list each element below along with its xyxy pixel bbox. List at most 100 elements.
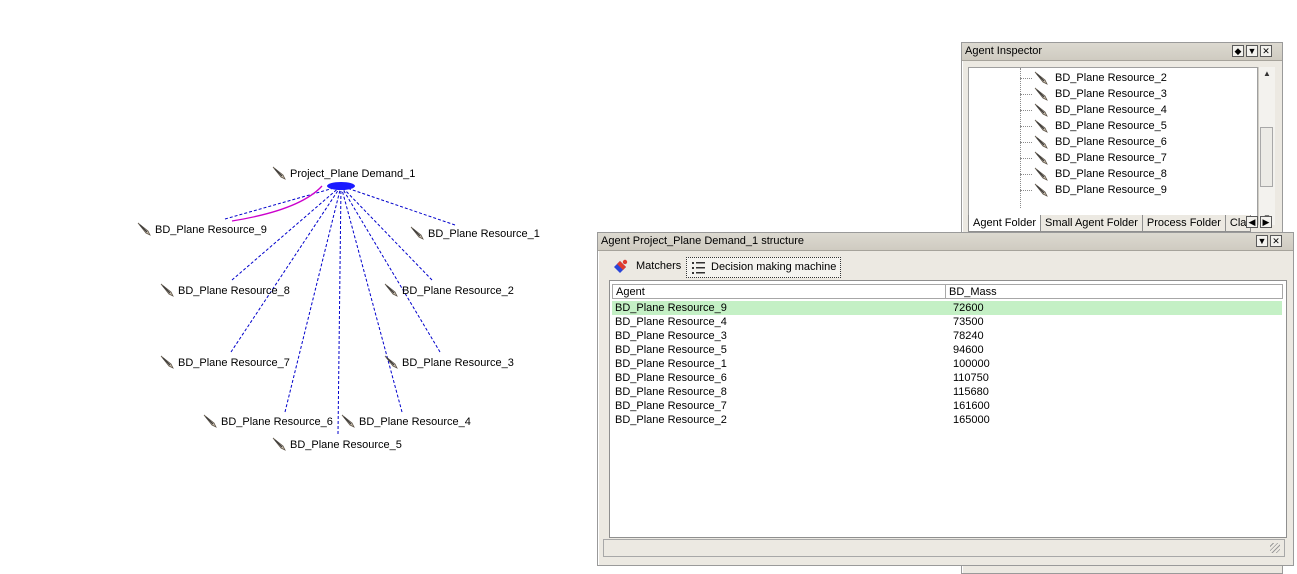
plane-icon xyxy=(272,166,286,180)
decision-making-machine-label: Decision making machine xyxy=(711,261,837,273)
plane-icon xyxy=(1034,167,1048,181)
column-header-agent[interactable]: Agent xyxy=(612,284,946,299)
table-row[interactable]: BD_Plane Resource_6 110750 xyxy=(612,371,1282,385)
plane-icon xyxy=(410,226,424,240)
cell-bd-mass: 100000 xyxy=(953,358,990,370)
structure-close-button[interactable]: ✕ xyxy=(1270,235,1282,247)
cell-bd-mass: 165000 xyxy=(953,414,990,426)
inspector-scrollbar[interactable]: ▲ ▼ xyxy=(1258,67,1275,225)
plane-icon xyxy=(1034,119,1048,133)
agent-graph[interactable]: Project_Plane Demand_1BD_Plane Resource_… xyxy=(0,0,595,574)
graph-node[interactable]: BD_Plane Resource_8 xyxy=(160,283,290,297)
node-label: BD_Plane Resource_3 xyxy=(402,357,514,369)
tree-connector xyxy=(1020,68,1021,208)
graph-edge xyxy=(340,185,433,281)
decision-making-machine-button[interactable]: Decision making machine xyxy=(686,257,842,278)
plane-icon xyxy=(137,222,151,236)
cell-bd-mass: 110750 xyxy=(953,372,989,384)
cell-agent: BD_Plane Resource_4 xyxy=(615,316,727,328)
graph-node[interactable]: BD_Plane Resource_2 xyxy=(384,283,514,297)
table-row[interactable]: BD_Plane Resource_1 100000 xyxy=(612,357,1282,371)
inspector-close-button[interactable]: ✕ xyxy=(1260,45,1272,57)
column-header-bd-mass[interactable]: BD_Mass xyxy=(945,284,1283,299)
tree-item-label: BD_Plane Resource_7 xyxy=(1055,152,1167,164)
plane-icon xyxy=(1034,71,1048,85)
tree-connector xyxy=(1020,190,1032,191)
plane-icon xyxy=(384,355,398,369)
tree-connector xyxy=(1020,174,1032,175)
tab-class-folder[interactable]: Cla xyxy=(1224,215,1252,232)
graph-node-root[interactable]: Project_Plane Demand_1 xyxy=(272,166,415,180)
tree-item-label: BD_Plane Resource_5 xyxy=(1055,120,1167,132)
cell-bd-mass: 161600 xyxy=(953,400,990,412)
graph-edge xyxy=(231,185,342,281)
cell-agent: BD_Plane Resource_7 xyxy=(615,400,727,412)
cell-bd-mass: 72600 xyxy=(953,302,984,314)
tree-item-label: BD_Plane Resource_4 xyxy=(1055,104,1167,116)
cell-agent: BD_Plane Resource_6 xyxy=(615,372,727,384)
graph-node[interactable]: BD_Plane Resource_9 xyxy=(137,222,267,236)
root-hub xyxy=(327,182,355,190)
cell-agent: BD_Plane Resource_3 xyxy=(615,330,727,342)
tab-agent-folder[interactable]: Agent Folder xyxy=(968,215,1041,232)
tab-small-agent-folder[interactable]: Small Agent Folder xyxy=(1039,215,1143,232)
structure-menu-button[interactable]: ▼ xyxy=(1256,235,1268,247)
graph-node[interactable]: BD_Plane Resource_4 xyxy=(341,414,471,428)
tab-process-folder[interactable]: Process Folder xyxy=(1141,215,1226,232)
inspector-title: Agent Inspector xyxy=(965,45,1043,57)
graph-edge xyxy=(340,185,441,353)
plane-icon xyxy=(341,414,355,428)
graph-node[interactable]: BD_Plane Resource_1 xyxy=(410,226,540,240)
structure-titlebar: Agent Project_Plane Demand_1 structure ▼… xyxy=(598,233,1293,251)
tree-item-label: BD_Plane Resource_9 xyxy=(1055,184,1167,196)
scroll-up-icon[interactable]: ▲ xyxy=(1263,69,1271,78)
matchers-icon xyxy=(614,259,628,273)
table-row[interactable]: BD_Plane Resource_4 73500 xyxy=(612,315,1282,329)
cell-agent: BD_Plane Resource_1 xyxy=(615,358,727,370)
inspector-pin-button[interactable]: ◆ xyxy=(1232,45,1244,57)
graph-edge xyxy=(230,185,342,353)
plane-icon xyxy=(384,283,398,297)
tab-scroll-right-icon[interactable]: ▶ xyxy=(1260,216,1272,228)
graph-node[interactable]: BD_Plane Resource_5 xyxy=(272,437,402,451)
node-label: BD_Plane Resource_5 xyxy=(290,439,402,451)
graph-edges xyxy=(224,185,456,435)
tree-connector xyxy=(1020,78,1032,79)
tab-scroll-left-icon[interactable]: ◀ xyxy=(1246,216,1258,228)
node-label: BD_Plane Resource_2 xyxy=(402,285,514,297)
plane-icon xyxy=(1034,87,1048,101)
plane-icon xyxy=(203,414,217,428)
inspector-titlebar: Agent Inspector ◆ ▼ ✕ xyxy=(962,43,1282,61)
tree-item-label: BD_Plane Resource_2 xyxy=(1055,72,1167,84)
plane-icon xyxy=(1034,135,1048,149)
graph-edge xyxy=(340,185,403,413)
graph-edge xyxy=(340,185,456,226)
cell-agent: BD_Plane Resource_5 xyxy=(615,344,727,356)
graph-node[interactable]: BD_Plane Resource_6 xyxy=(203,414,333,428)
resize-grip-icon[interactable] xyxy=(1270,543,1280,553)
matchers-label: Matchers xyxy=(636,260,682,272)
node-label: BD_Plane Resource_9 xyxy=(155,224,267,236)
tree-item-label: BD_Plane Resource_3 xyxy=(1055,88,1167,100)
table-row[interactable]: BD_Plane Resource_7 161600 xyxy=(612,399,1282,413)
highlighted-edge xyxy=(231,185,323,222)
plane-icon xyxy=(160,283,174,297)
node-label: BD_Plane Resource_6 xyxy=(221,416,333,428)
plane-icon xyxy=(1034,103,1048,117)
status-bar xyxy=(603,539,1285,557)
scroll-thumb[interactable] xyxy=(1260,127,1273,187)
inspector-menu-button[interactable]: ▼ xyxy=(1246,45,1258,57)
cell-bd-mass: 73500 xyxy=(953,316,984,328)
graph-node[interactable]: BD_Plane Resource_7 xyxy=(160,355,290,369)
tree-item-label: BD_Plane Resource_8 xyxy=(1055,168,1167,180)
plane-icon xyxy=(160,355,174,369)
graph-node[interactable]: BD_Plane Resource_3 xyxy=(384,355,514,369)
